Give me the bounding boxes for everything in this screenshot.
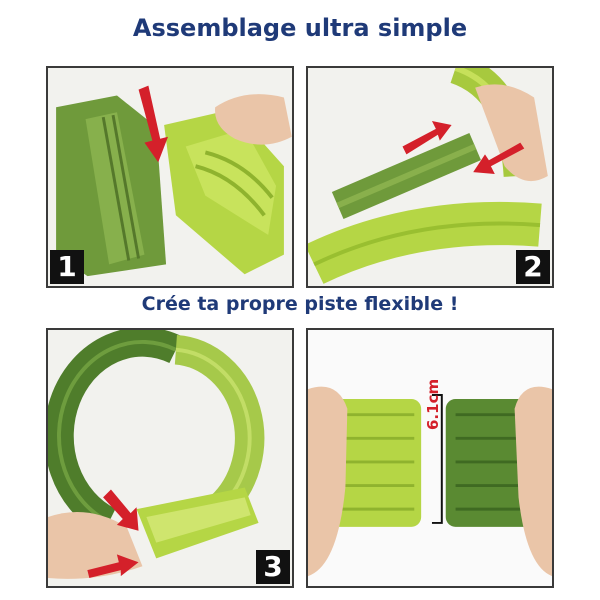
arrow bbox=[138, 85, 169, 163]
step-3-panel: 3 bbox=[46, 328, 294, 588]
step-number: 2 bbox=[516, 250, 550, 284]
hand bbox=[475, 84, 548, 182]
measure-bracket bbox=[431, 394, 443, 524]
heading-flexible-track: Crée ta propre piste flexible ! bbox=[141, 293, 459, 315]
arrow bbox=[103, 489, 139, 531]
step-2-illustration bbox=[308, 68, 552, 286]
step-1-illustration bbox=[48, 68, 292, 286]
step-2-panel: 2 bbox=[306, 66, 554, 288]
step-3-illustration bbox=[48, 330, 292, 586]
arrow bbox=[87, 554, 139, 579]
heading-assembly: Assemblage ultra simple bbox=[132, 14, 468, 42]
flexible-track-illustration bbox=[308, 330, 552, 586]
measurement-label: 6.1cm bbox=[424, 378, 442, 430]
hand bbox=[514, 386, 552, 577]
flexible-track-panel: 6.1cm bbox=[306, 328, 554, 588]
arrow bbox=[402, 121, 452, 155]
hand bbox=[215, 94, 292, 145]
step-1-panel: 1 bbox=[46, 66, 294, 288]
step-number: 1 bbox=[50, 250, 84, 284]
step-number: 3 bbox=[256, 550, 290, 584]
arrow bbox=[473, 142, 525, 175]
hand bbox=[308, 386, 348, 577]
